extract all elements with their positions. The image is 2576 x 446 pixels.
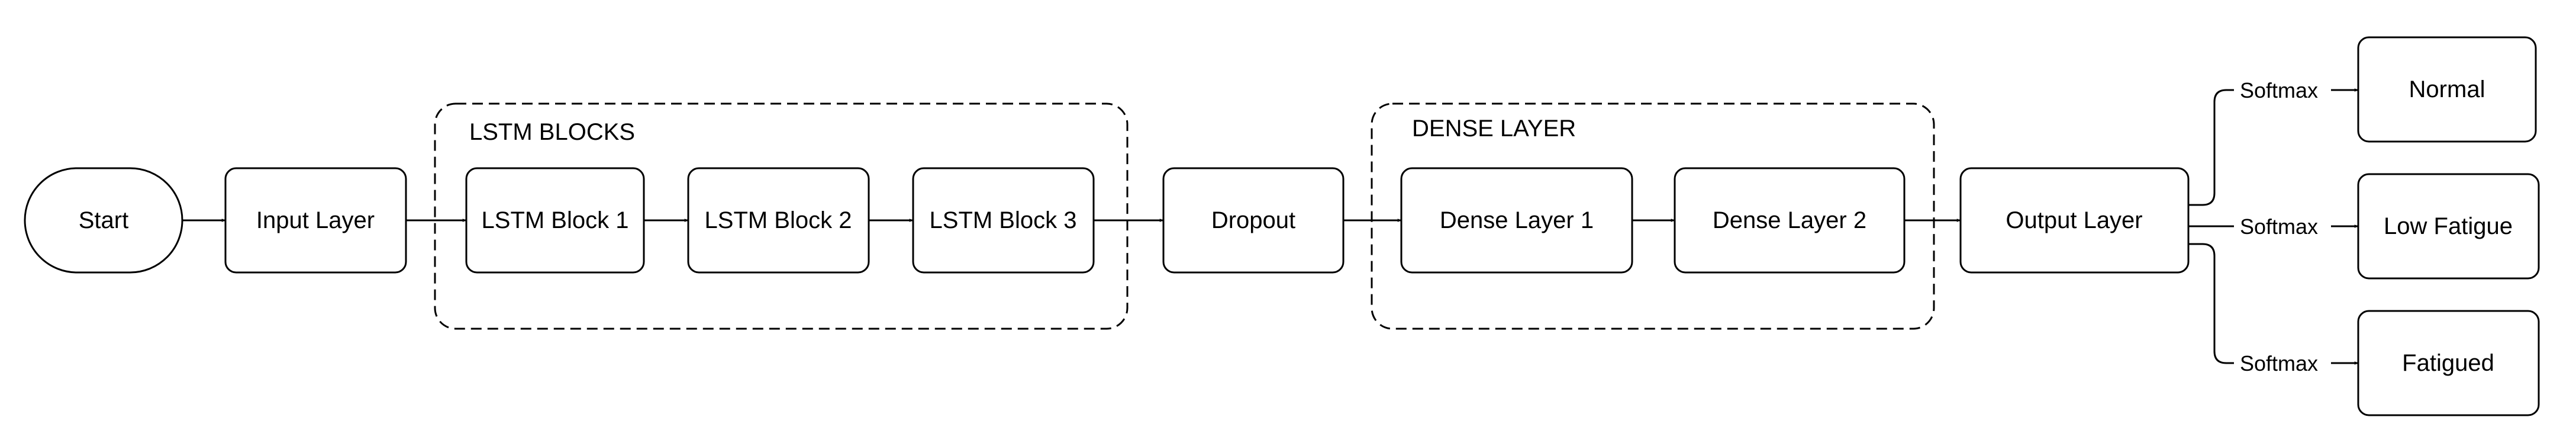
edge-label-softmax-fatigued: Softmax	[2240, 351, 2318, 376]
group-lstm-label: LSTM BLOCKS	[469, 119, 635, 145]
edge-output-fatigued-line	[2188, 243, 2234, 364]
dense-layer-2-box	[1674, 167, 1906, 274]
edge-label-softmax-normal: Softmax	[2240, 78, 2318, 102]
edges	[182, 88, 2359, 365]
low-fatigue-box	[2357, 173, 2540, 280]
lstm-block-1-label: LSTM Block 1	[482, 207, 629, 233]
lstm-block-2-label: LSTM Block 2	[705, 207, 852, 233]
lstm-block-1-box	[465, 167, 645, 274]
node-lstm-block-2: LSTM Block 2	[687, 167, 870, 274]
node-start: Start	[24, 167, 183, 274]
node-normal: Normal	[2357, 36, 2537, 143]
edge-output-normal-line	[2188, 89, 2234, 206]
group-lstm-border	[434, 102, 1129, 330]
low-fatigue-label: Low Fatigue	[2384, 213, 2513, 239]
group-dense-border	[1371, 102, 1935, 330]
normal-box	[2357, 36, 2537, 143]
group-dense-label: DENSE LAYER	[1412, 115, 1576, 142]
dropout-box	[1162, 167, 1345, 274]
group-dense-layer: DENSE LAYER	[1371, 102, 1935, 330]
lstm-block-2-box	[687, 167, 870, 274]
output-layer-label: Output Layer	[2006, 207, 2142, 233]
fatigued-box	[2357, 310, 2540, 416]
dropout-label: Dropout	[1211, 207, 1295, 233]
input-layer-box	[224, 167, 407, 274]
node-lstm-block-1: LSTM Block 1	[465, 167, 645, 274]
group-lstm-blocks: LSTM BLOCKS	[434, 102, 1129, 330]
edge-label-softmax-low-fatigue: Softmax	[2240, 214, 2318, 239]
node-input-layer: Input Layer	[224, 167, 407, 274]
node-lstm-block-3: LSTM Block 3	[912, 167, 1095, 274]
fatigued-label: Fatigued	[2402, 350, 2494, 376]
normal-label: Normal	[2409, 76, 2485, 102]
node-dropout: Dropout	[1162, 167, 1345, 274]
node-dense-layer-1: Dense Layer 1	[1400, 167, 1633, 274]
lstm-block-3-label: LSTM Block 3	[930, 207, 1077, 233]
dense-layer-1-box	[1400, 167, 1633, 274]
dense-layer-1-label: Dense Layer 1	[1440, 207, 1594, 233]
start-terminal-shape	[24, 167, 183, 274]
node-output-layer: Output Layer	[1959, 167, 2190, 274]
start-label: Start	[79, 207, 128, 233]
lstm-block-3-box	[912, 167, 1095, 274]
output-layer-box	[1959, 167, 2190, 274]
node-dense-layer-2: Dense Layer 2	[1674, 167, 1906, 274]
dense-layer-2-label: Dense Layer 2	[1713, 207, 1866, 233]
node-fatigued: Fatigued	[2357, 310, 2540, 416]
node-low-fatigue: Low Fatigue	[2357, 173, 2540, 280]
input-layer-label: Input Layer	[256, 207, 375, 233]
